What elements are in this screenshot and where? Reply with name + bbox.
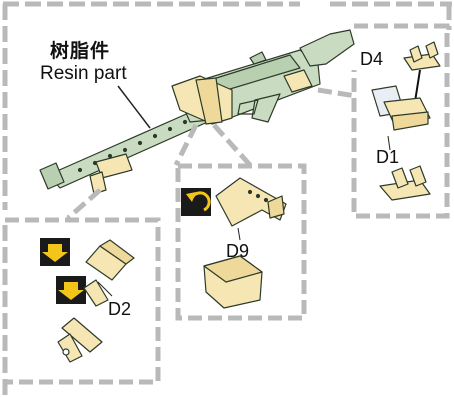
callout-leader xyxy=(117,85,151,129)
label-d9: D9 xyxy=(226,241,250,261)
pistol-grip xyxy=(251,93,281,123)
callout-title-en: Resin part xyxy=(40,63,127,84)
resin-strap-loop xyxy=(195,77,223,125)
bend-rotate-icon xyxy=(181,188,211,216)
fold-down-icon xyxy=(40,238,70,266)
callout-title-cn: 树脂件 xyxy=(50,41,111,62)
trigger-guard xyxy=(237,99,259,115)
part-d9-illustration xyxy=(203,177,287,309)
label-d1: D1 xyxy=(376,147,400,167)
panel-d2 xyxy=(5,217,161,385)
label-d4: D4 xyxy=(360,49,384,69)
resin-front-leg xyxy=(89,171,107,195)
barrel-jacket xyxy=(47,107,213,189)
fold-down-icon xyxy=(56,276,86,304)
muzzle xyxy=(39,162,65,190)
resin-rear-bracket xyxy=(283,69,313,93)
stock xyxy=(299,29,355,67)
resin-parts-on-gun xyxy=(89,69,313,195)
part-d1-illustration xyxy=(371,85,431,131)
panel-d1-d4 xyxy=(351,23,450,219)
panel-leaders xyxy=(66,87,357,220)
part-d1-bottom-illustration xyxy=(379,165,431,201)
label-d2: D2 xyxy=(108,299,132,319)
part-d4-illustration xyxy=(403,41,441,71)
panel-d9 xyxy=(175,163,307,321)
rear-sight xyxy=(249,51,267,65)
part-d2-illustration xyxy=(57,239,135,363)
